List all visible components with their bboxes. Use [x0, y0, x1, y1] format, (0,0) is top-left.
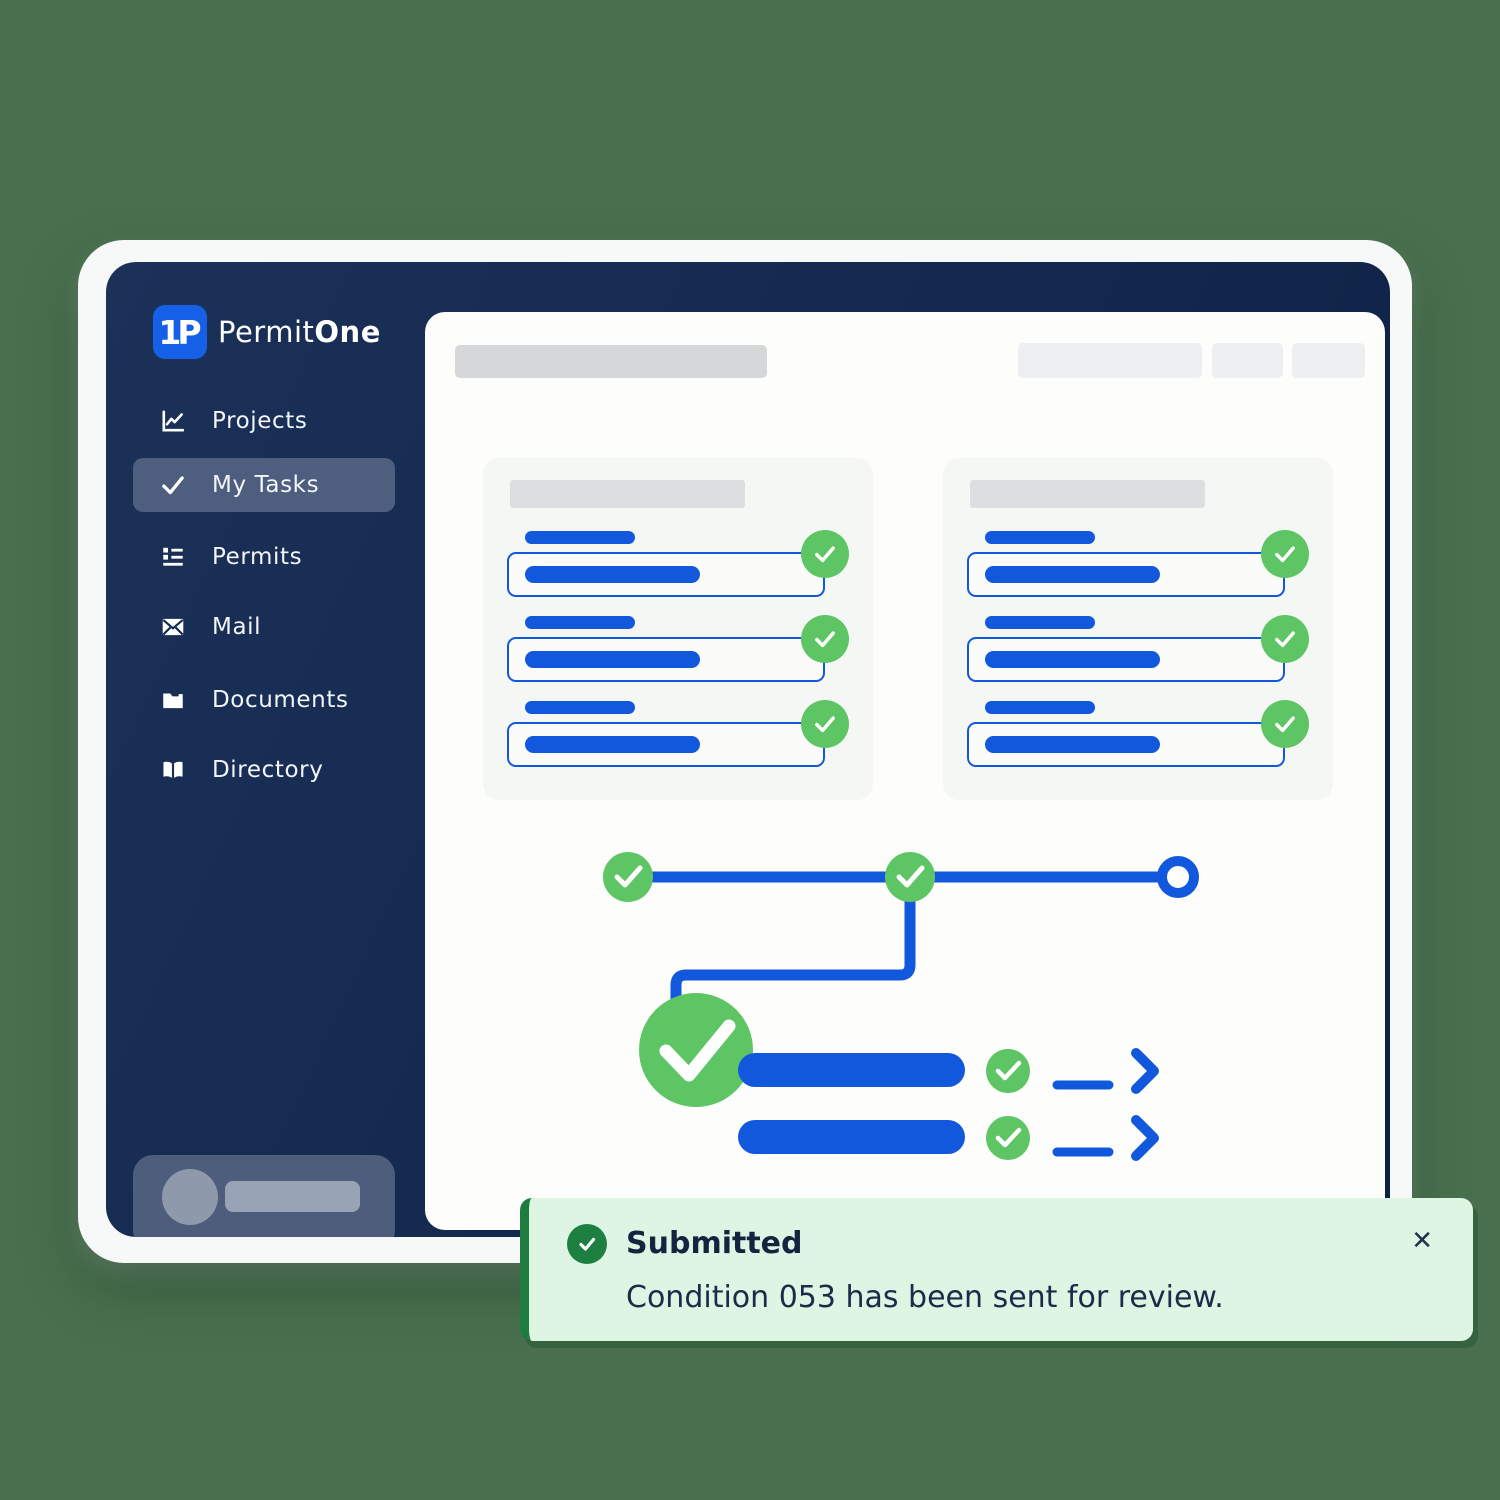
field-value-skeleton	[525, 736, 700, 753]
task-bar-skeleton	[738, 1120, 965, 1154]
check-icon	[815, 631, 835, 648]
milestone-check-circle	[603, 852, 653, 902]
field-label-skeleton	[525, 701, 635, 714]
avatar	[162, 1169, 218, 1225]
check-icon	[995, 1060, 1022, 1081]
close-icon[interactable]: ✕	[1411, 1226, 1433, 1256]
sidebar-item-label: Documents	[212, 687, 349, 713]
field-value-skeleton	[985, 651, 1160, 668]
user-profile-card[interactable]	[133, 1155, 395, 1237]
sidebar-item-directory[interactable]: Directory	[133, 743, 395, 797]
task-bar-skeleton	[738, 1053, 965, 1087]
card-header-skeleton	[970, 480, 1205, 508]
header-action-skeleton-3	[1292, 343, 1365, 378]
sidebar-item-projects[interactable]: Projects	[133, 394, 395, 448]
check-icon	[579, 1237, 596, 1251]
form-card-left	[483, 458, 873, 800]
check-circle-icon	[1261, 530, 1309, 578]
field-label-skeleton	[985, 616, 1095, 629]
large-check-circle	[639, 993, 753, 1107]
logo-glyph: 1P	[158, 312, 201, 352]
field-label-skeleton	[525, 531, 635, 544]
header-action-skeleton-2	[1212, 343, 1283, 378]
envelope-icon	[162, 618, 184, 636]
device-frame: 1P PermitOne Projects My Tasks	[78, 240, 1412, 1263]
field-label-skeleton	[985, 701, 1095, 714]
field-value-skeleton	[985, 566, 1160, 583]
check-circle-icon	[801, 700, 849, 748]
sidebar-item-permits[interactable]: Permits	[133, 530, 395, 584]
check-circle-icon	[1261, 700, 1309, 748]
check-circle-icon	[567, 1224, 607, 1264]
sidebar-item-label: Projects	[212, 408, 308, 434]
workflow-diagram	[603, 852, 1199, 1161]
sidebar-item-documents[interactable]: Documents	[133, 673, 395, 727]
check-icon	[162, 476, 184, 495]
sidebar-item-label: Directory	[212, 757, 324, 783]
username-skeleton	[225, 1181, 360, 1212]
sidebar-item-mail[interactable]: Mail	[133, 600, 395, 654]
card-header-skeleton	[510, 480, 745, 508]
brand-name: PermitOne	[218, 315, 381, 349]
page-title-skeleton	[455, 345, 767, 378]
pending-milestone-ring	[1157, 856, 1199, 898]
check-icon	[659, 1019, 736, 1082]
check-icon	[1275, 716, 1295, 733]
check-icon	[1275, 546, 1295, 563]
check-icon	[614, 865, 643, 888]
permitone-logo: 1P	[153, 305, 207, 359]
main-content	[425, 312, 1385, 1230]
field-label-skeleton	[985, 531, 1095, 544]
milestone-check-circle	[885, 852, 935, 902]
field-value-skeleton	[525, 651, 700, 668]
check-icon	[815, 716, 835, 733]
check-icon	[1275, 631, 1295, 648]
branch-connector-line	[670, 882, 916, 1017]
check-circle-icon	[1261, 615, 1309, 663]
sidebar-item-label: Permits	[212, 544, 303, 570]
line-chart-icon	[162, 410, 185, 432]
sidebar-item-my-tasks[interactable]: My Tasks	[133, 458, 395, 512]
field-value-skeleton	[985, 736, 1160, 753]
field-label-skeleton	[525, 616, 635, 629]
toast-title: Submitted	[626, 1226, 803, 1261]
toast-message: Condition 053 has been sent for review.	[626, 1280, 1224, 1315]
field-value-skeleton	[525, 566, 700, 583]
check-circle-icon	[801, 530, 849, 578]
sidebar-item-label: My Tasks	[212, 472, 320, 498]
book-icon	[163, 761, 183, 778]
app-window: 1P PermitOne Projects My Tasks	[106, 262, 1390, 1237]
sidebar-item-label: Mail	[212, 614, 262, 640]
folder-icon	[163, 693, 183, 709]
check-icon	[896, 865, 925, 888]
check-circle-icon	[986, 1116, 1030, 1160]
check-circle-icon	[801, 615, 849, 663]
list-icon	[163, 547, 183, 566]
check-icon	[815, 546, 835, 563]
chevron-right-icon	[1131, 1048, 1159, 1094]
form-card-right	[943, 458, 1333, 800]
check-icon	[995, 1127, 1022, 1148]
toast-notification: Submitted Condition 053 has been sent fo…	[520, 1198, 1473, 1341]
check-circle-icon	[986, 1049, 1030, 1093]
chevron-right-icon	[1131, 1115, 1159, 1161]
header-action-skeleton-1	[1018, 343, 1202, 378]
